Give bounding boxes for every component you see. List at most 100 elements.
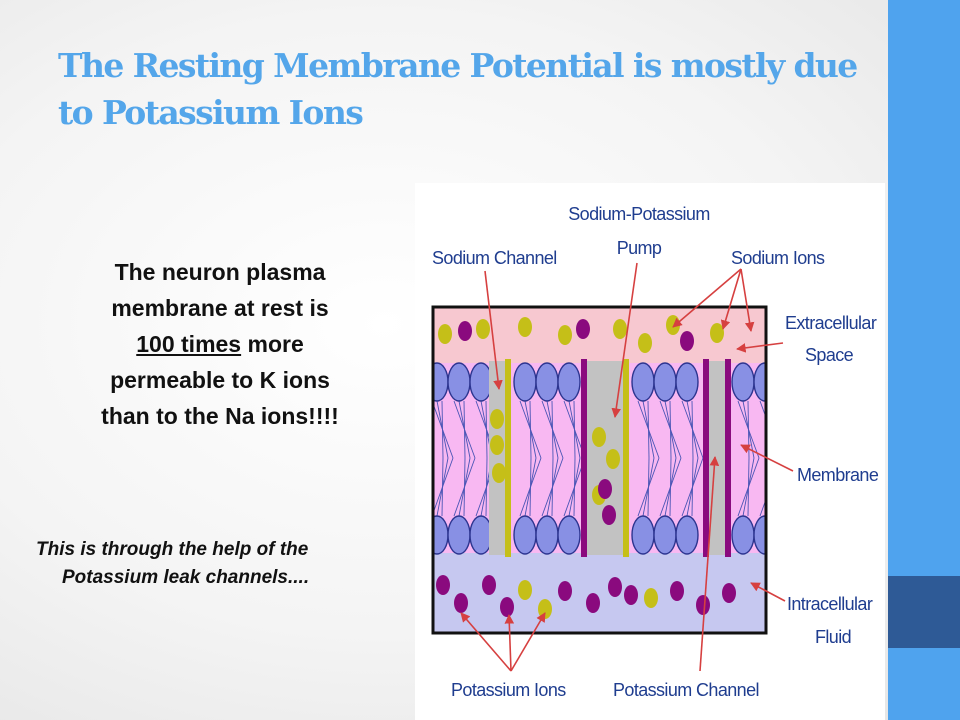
sodium-ion xyxy=(438,324,452,344)
lipid-head xyxy=(731,515,755,555)
lipid-head xyxy=(433,515,449,555)
lipid-tail xyxy=(759,498,766,517)
potassium-ion xyxy=(680,331,694,351)
lipid-head xyxy=(631,515,655,555)
lipid-tail xyxy=(524,457,537,517)
ions xyxy=(436,315,736,619)
potassium-ion xyxy=(454,593,468,613)
label-sodium-channel: Sodium Channel xyxy=(432,248,557,268)
potassium-ion xyxy=(670,581,684,601)
lipid-tail xyxy=(759,400,766,419)
lipid-head xyxy=(675,515,699,555)
body-line: 100 times more xyxy=(50,326,390,362)
sodium-ion xyxy=(613,319,627,339)
sodium-channel xyxy=(489,359,511,557)
lipid-head xyxy=(557,515,581,555)
label-sodium-ions: Sodium Ions xyxy=(731,248,825,268)
lipid-tail xyxy=(546,457,559,517)
slide-title: The Resting Membrane Potential is mostly… xyxy=(58,46,858,132)
lipid-head xyxy=(653,515,677,555)
lipid-tail xyxy=(642,457,655,517)
lipid-tail xyxy=(686,400,699,459)
sodium-ion xyxy=(490,409,504,429)
lipid-tail xyxy=(436,400,449,459)
body-line: than to the Na ions!!!! xyxy=(101,403,339,429)
body-line: permeable to K ions xyxy=(110,367,330,393)
label-pump-line2: Pump xyxy=(617,238,662,258)
sodium-ion xyxy=(538,599,552,619)
lipid-head xyxy=(675,362,699,402)
lipid-tail xyxy=(458,400,471,459)
lipid-head xyxy=(631,362,655,402)
sodium-ion xyxy=(606,449,620,469)
lipid-tail xyxy=(770,458,771,516)
lipid-tail xyxy=(568,457,581,517)
label-membrane: Membrane xyxy=(797,465,879,485)
lipid-heads xyxy=(433,362,766,555)
sodium-ion xyxy=(710,323,724,343)
lipid-tail xyxy=(568,400,581,459)
lipid-head xyxy=(557,362,581,402)
potassium-ion xyxy=(624,585,638,605)
potassium-ion xyxy=(458,321,472,341)
note-paragraph: This is through the help of the Potassiu… xyxy=(36,539,310,588)
lipid-head xyxy=(433,362,449,402)
lipid-tail xyxy=(642,400,655,459)
label-extracellular-line1: Extracellular xyxy=(785,313,877,333)
lipid-head xyxy=(731,362,755,402)
label-intracellular-line1: Intracellular xyxy=(787,594,873,614)
lipid-head xyxy=(447,362,471,402)
body-line: The neuron plasma xyxy=(114,259,326,285)
potassium-ion xyxy=(722,583,736,603)
sodium-ion xyxy=(476,319,490,339)
membrane-diagram-svg: Sodium Channel Sodium-Potassium Pump Sod… xyxy=(431,204,879,700)
potassium-ion xyxy=(696,595,710,615)
lipid-head xyxy=(469,515,493,555)
lipid-tail xyxy=(664,457,677,517)
sodium-ion xyxy=(666,315,680,335)
sodium-ion xyxy=(644,588,658,608)
intracellular-region xyxy=(433,553,766,633)
label-potassium-ions: Potassium Ions xyxy=(451,680,566,700)
sodium-ion xyxy=(492,463,506,483)
pointer-lines xyxy=(460,262,794,672)
lipid-head xyxy=(513,362,537,402)
potassium-ion xyxy=(436,575,450,595)
sodium-ion xyxy=(558,325,572,345)
lipid-tail xyxy=(524,400,537,459)
sodium-ion xyxy=(638,333,652,353)
potassium-ion xyxy=(482,575,496,595)
lipid-head xyxy=(469,362,493,402)
diagram-labels: Sodium Channel Sodium-Potassium Pump Sod… xyxy=(432,204,879,700)
sodium-potassium-pump xyxy=(581,359,629,557)
lipid-tail xyxy=(664,400,677,459)
accent-block xyxy=(888,576,960,648)
label-pump-line1: Sodium-Potassium xyxy=(568,204,709,224)
body-line-rest: more xyxy=(241,331,304,357)
sodium-ion xyxy=(518,580,532,600)
lipid-tail xyxy=(436,457,449,517)
membrane-diagram: Sodium Channel Sodium-Potassium Pump Sod… xyxy=(415,183,885,720)
lipid-tail xyxy=(742,400,755,459)
potassium-ion xyxy=(602,505,616,525)
emphasis-text: 100 times xyxy=(136,331,242,357)
lipid-tail xyxy=(742,457,755,517)
body-text: The neuron plasma membrane at rest is 10… xyxy=(50,254,390,434)
lipid-head xyxy=(447,515,471,555)
potassium-ion xyxy=(586,593,600,613)
label-potassium-channel: Potassium Channel xyxy=(613,680,759,700)
lipid-head xyxy=(535,362,559,402)
lipid-head xyxy=(653,362,677,402)
lipid-head xyxy=(535,515,559,555)
lipid-tail xyxy=(458,457,471,517)
note-text: This is through the help of the Potassiu… xyxy=(36,536,376,592)
lipid-tail xyxy=(686,457,699,517)
potassium-ion xyxy=(500,597,514,617)
lipid-head xyxy=(513,515,537,555)
potassium-channel xyxy=(703,359,731,557)
diagram-frame xyxy=(431,305,768,635)
potassium-ion xyxy=(608,577,622,597)
potassium-ion xyxy=(598,479,612,499)
sodium-ion xyxy=(490,435,504,455)
lipid-tail xyxy=(546,400,559,459)
